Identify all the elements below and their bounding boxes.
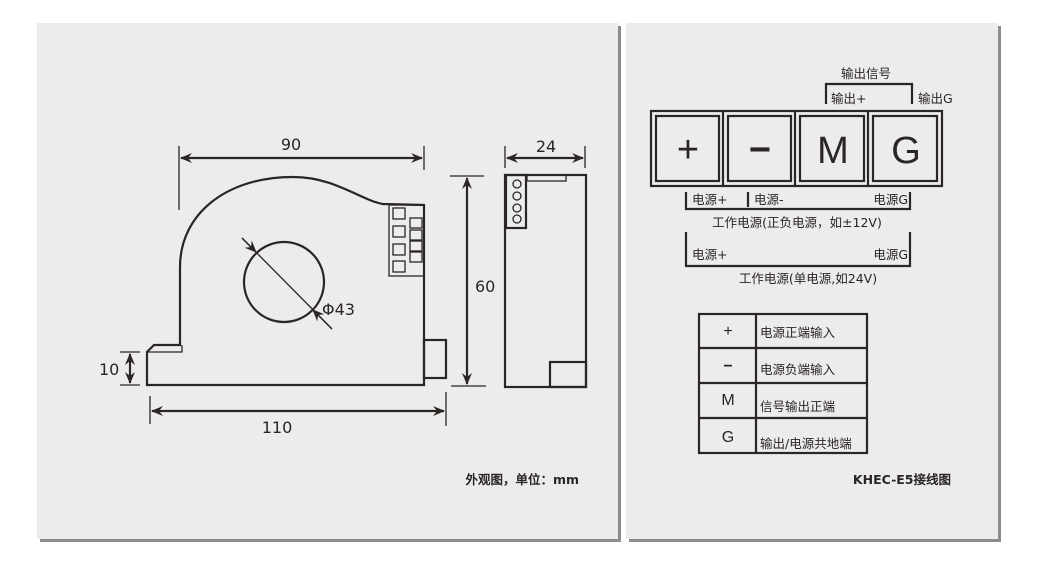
table-symbol: −: [723, 358, 732, 375]
dimension-10: 10: [99, 351, 140, 386]
dual-g-label: 电源G: [873, 192, 908, 207]
table-row: + 电源正端输入: [723, 323, 835, 340]
terminal-table: + 电源正端输入 − 电源负端输入 M 信号输出正端 G 输出/电源共地端: [697, 312, 869, 455]
table-desc: 信号输出正端: [760, 399, 835, 414]
terminal-minus: −: [749, 129, 771, 171]
dimension-24: 24: [504, 137, 586, 168]
table-desc: 电源负端输入: [760, 362, 836, 377]
table-desc: 电源正端输入: [760, 325, 836, 340]
table-row: G 输出/电源共地端: [722, 429, 852, 451]
single-g-label: 电源G: [873, 247, 908, 262]
single-supply-caption: 工作电源(单电源,如24V): [739, 271, 877, 286]
table-symbol: M: [721, 392, 734, 409]
dim-24-label: 24: [536, 137, 556, 156]
table-row: M 信号输出正端: [721, 392, 835, 414]
dual-plus-label: 电源+: [692, 192, 727, 207]
front-view: Φ43: [145, 175, 448, 387]
terminal-g: G: [891, 130, 921, 172]
signal-group-label: 输出信号: [841, 66, 891, 81]
dimension-60: 60: [450, 175, 495, 387]
dimension-90: 90: [178, 135, 425, 210]
output-g-label: 输出G: [918, 91, 953, 106]
dim-110-label: 110: [262, 418, 293, 437]
dim-10-label: 10: [99, 360, 119, 379]
table-symbol: +: [723, 323, 732, 340]
output-plus-label: 输出+: [831, 91, 866, 106]
dim-90-label: 90: [281, 135, 301, 154]
signal-bracket: [824, 82, 914, 104]
side-view: [503, 173, 588, 389]
single-supply-bracket: 电源+ 电源G 工作电源(单电源,如24V): [684, 232, 912, 286]
dual-supply-caption: 工作电源(正负电源，如±12V): [712, 215, 882, 230]
terminal-strip: + − M G: [649, 109, 944, 188]
single-plus-label: 电源+: [692, 247, 727, 262]
dim-60-label: 60: [475, 277, 495, 296]
terminal-block: [392, 207, 423, 273]
outline-caption: 外观图，单位：mm: [464, 472, 579, 487]
outline-drawing-panel: [37, 23, 618, 539]
table-row: − 电源负端输入: [723, 358, 835, 377]
dimension-110: 110: [149, 392, 447, 437]
dual-supply-bracket: 电源+ 电源- 电源G 工作电源(正负电源，如±12V): [684, 192, 912, 230]
through-hole: [242, 240, 326, 324]
dual-minus-label: 电源-: [754, 192, 784, 207]
wiring-caption: KHEC-E5接线图: [853, 472, 951, 487]
terminal-m: M: [817, 130, 849, 172]
table-symbol: G: [722, 429, 734, 446]
hole-diameter-label: Φ43: [322, 300, 355, 319]
terminal-plus: +: [677, 129, 699, 171]
table-desc: 输出/电源共地端: [760, 436, 852, 451]
